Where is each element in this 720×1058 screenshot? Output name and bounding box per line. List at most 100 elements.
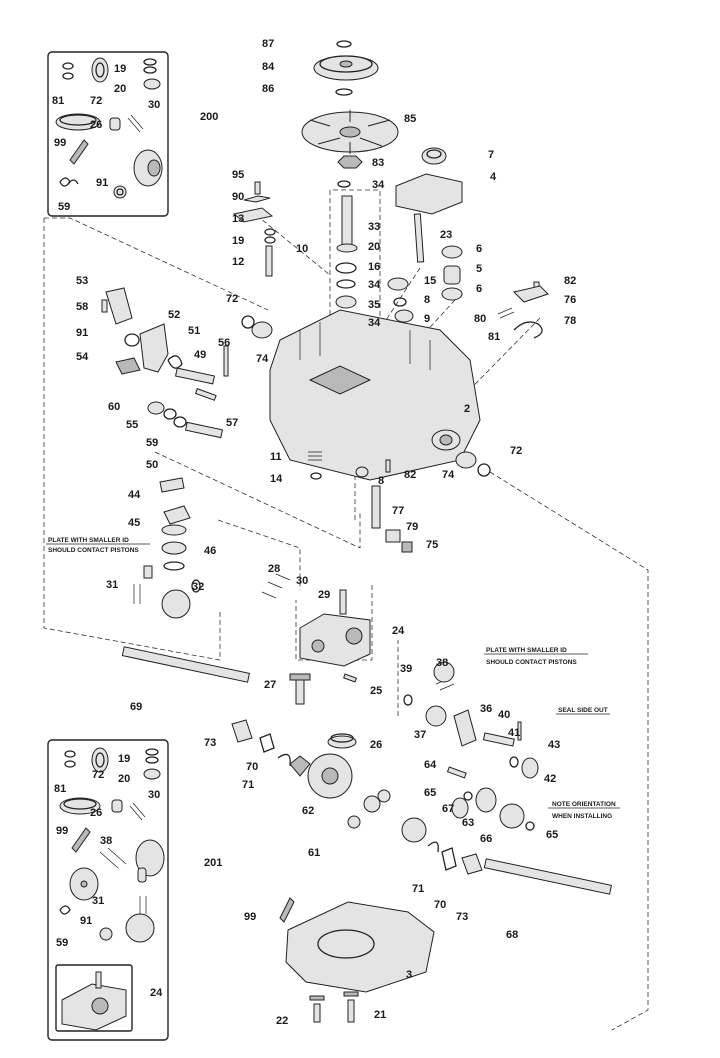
part-number-91: 91: [80, 915, 92, 927]
part-number-99: 99: [54, 137, 66, 149]
part-number-81: 81: [54, 783, 66, 795]
part-number-8: 8: [424, 294, 430, 306]
part-number-43: 43: [548, 739, 560, 751]
note-plate-right-line-1: PLATE WITH SMALLER ID: [486, 647, 567, 654]
part-number-34: 34: [372, 179, 385, 191]
part-number-50: 50: [146, 459, 158, 471]
part-number-68: 68: [506, 929, 518, 941]
part-number-72: 72: [226, 293, 238, 305]
part-number-91: 91: [96, 177, 108, 189]
part-number-2: 2: [464, 403, 470, 415]
part-number-49: 49: [194, 349, 206, 361]
input-shaft-stack: [301, 40, 399, 325]
lower-housing-icon: [285, 901, 435, 993]
part-number-16: 16: [368, 261, 380, 273]
part-number-201: 201: [204, 857, 222, 869]
part-number-34: 34: [368, 279, 381, 291]
part-number-80: 80: [474, 313, 486, 325]
part-number-20: 20: [368, 241, 380, 253]
part-number-33: 33: [368, 221, 380, 233]
part-number-70: 70: [434, 899, 446, 911]
note-plate-right-line-2: SHOULD CONTACT PISTONS: [486, 659, 577, 666]
part-number-55: 55: [126, 419, 138, 431]
part-number-15: 15: [424, 275, 436, 287]
gear-icon: [307, 753, 353, 799]
part-number-39: 39: [400, 663, 412, 675]
note-plate-left: PLATE WITH SMALLER ID SHOULD CONTACT PIS…: [46, 537, 150, 554]
note-plate-left-line-2: SHOULD CONTACT PISTONS: [48, 547, 139, 554]
part-number-26: 26: [90, 807, 102, 819]
part-number-34: 34: [368, 317, 381, 329]
part-number-52: 52: [168, 309, 180, 321]
part-number-28: 28: [268, 563, 280, 575]
part-number-24: 24: [392, 625, 405, 637]
kit-200-box: [47, 51, 169, 217]
part-number-31: 31: [106, 579, 118, 591]
part-number-54: 54: [76, 351, 89, 363]
bypass-arm-assembly: [232, 181, 276, 277]
part-number-74: 74: [256, 353, 269, 365]
center-parts: [261, 451, 539, 779]
part-number-99: 99: [244, 911, 256, 923]
part-number-20: 20: [118, 773, 130, 785]
part-number-8: 8: [378, 475, 384, 487]
part-number-61: 61: [308, 847, 320, 859]
part-number-7: 7: [488, 149, 494, 161]
part-number-19: 19: [114, 63, 126, 75]
part-number-32: 32: [192, 581, 204, 593]
part-number-70: 70: [246, 761, 258, 773]
part-number-82: 82: [564, 275, 576, 287]
note-orientation: NOTE ORIENTATION WHEN INSTALLING: [548, 801, 620, 820]
part-number-19: 19: [232, 235, 244, 247]
part-number-38: 38: [436, 657, 448, 669]
cooling-fan-icon: [301, 110, 399, 154]
part-number-65: 65: [424, 787, 436, 799]
part-number-95: 95: [232, 169, 244, 181]
kit-201-box: [47, 739, 169, 1041]
part-number-77: 77: [392, 505, 404, 517]
upper-right-parts: [387, 147, 549, 339]
part-number-72: 72: [90, 95, 102, 107]
part-number-91: 91: [76, 327, 88, 339]
part-number-14: 14: [270, 473, 283, 485]
part-number-74: 74: [442, 469, 455, 481]
part-number-20: 20: [114, 83, 126, 95]
part-number-58: 58: [76, 301, 88, 313]
part-number-64: 64: [424, 759, 437, 771]
part-number-90: 90: [232, 191, 244, 203]
note-orientation-line-2: WHEN INSTALLING: [552, 813, 612, 820]
part-number-19: 19: [118, 753, 130, 765]
part-number-6: 6: [476, 283, 482, 295]
note-seal-line: SEAL SIDE OUT: [558, 707, 608, 714]
axle-shaft-icon: [121, 646, 251, 683]
part-number-29: 29: [318, 589, 330, 601]
note-plate-left-line-1: PLATE WITH SMALLER ID: [48, 537, 129, 544]
part-number-71: 71: [412, 883, 424, 895]
part-number-81: 81: [488, 331, 500, 343]
part-number-35: 35: [368, 299, 380, 311]
part-number-26: 26: [370, 739, 382, 751]
part-number-59: 59: [146, 437, 158, 449]
part-number-65: 65: [546, 829, 558, 841]
part-number-46: 46: [204, 545, 216, 557]
part-number-3: 3: [406, 969, 412, 981]
part-number-6: 6: [476, 243, 482, 255]
part-number-12: 12: [232, 256, 244, 268]
part-number-59: 59: [58, 201, 70, 213]
part-number-200: 200: [200, 111, 218, 123]
part-number-87: 87: [262, 38, 274, 50]
part-number-60: 60: [108, 401, 120, 413]
note-orientation-line-1: NOTE ORIENTATION: [552, 801, 616, 808]
part-number-41: 41: [508, 727, 520, 739]
part-number-63: 63: [462, 817, 474, 829]
part-number-85: 85: [404, 113, 416, 125]
part-number-53: 53: [76, 275, 88, 287]
part-number-72: 72: [92, 769, 104, 781]
part-number-73: 73: [204, 737, 216, 749]
part-number-27: 27: [264, 679, 276, 691]
part-number-82: 82: [404, 469, 416, 481]
part-number-79: 79: [406, 521, 418, 533]
lower-parts: [121, 646, 613, 1023]
part-number-67: 67: [442, 803, 454, 815]
